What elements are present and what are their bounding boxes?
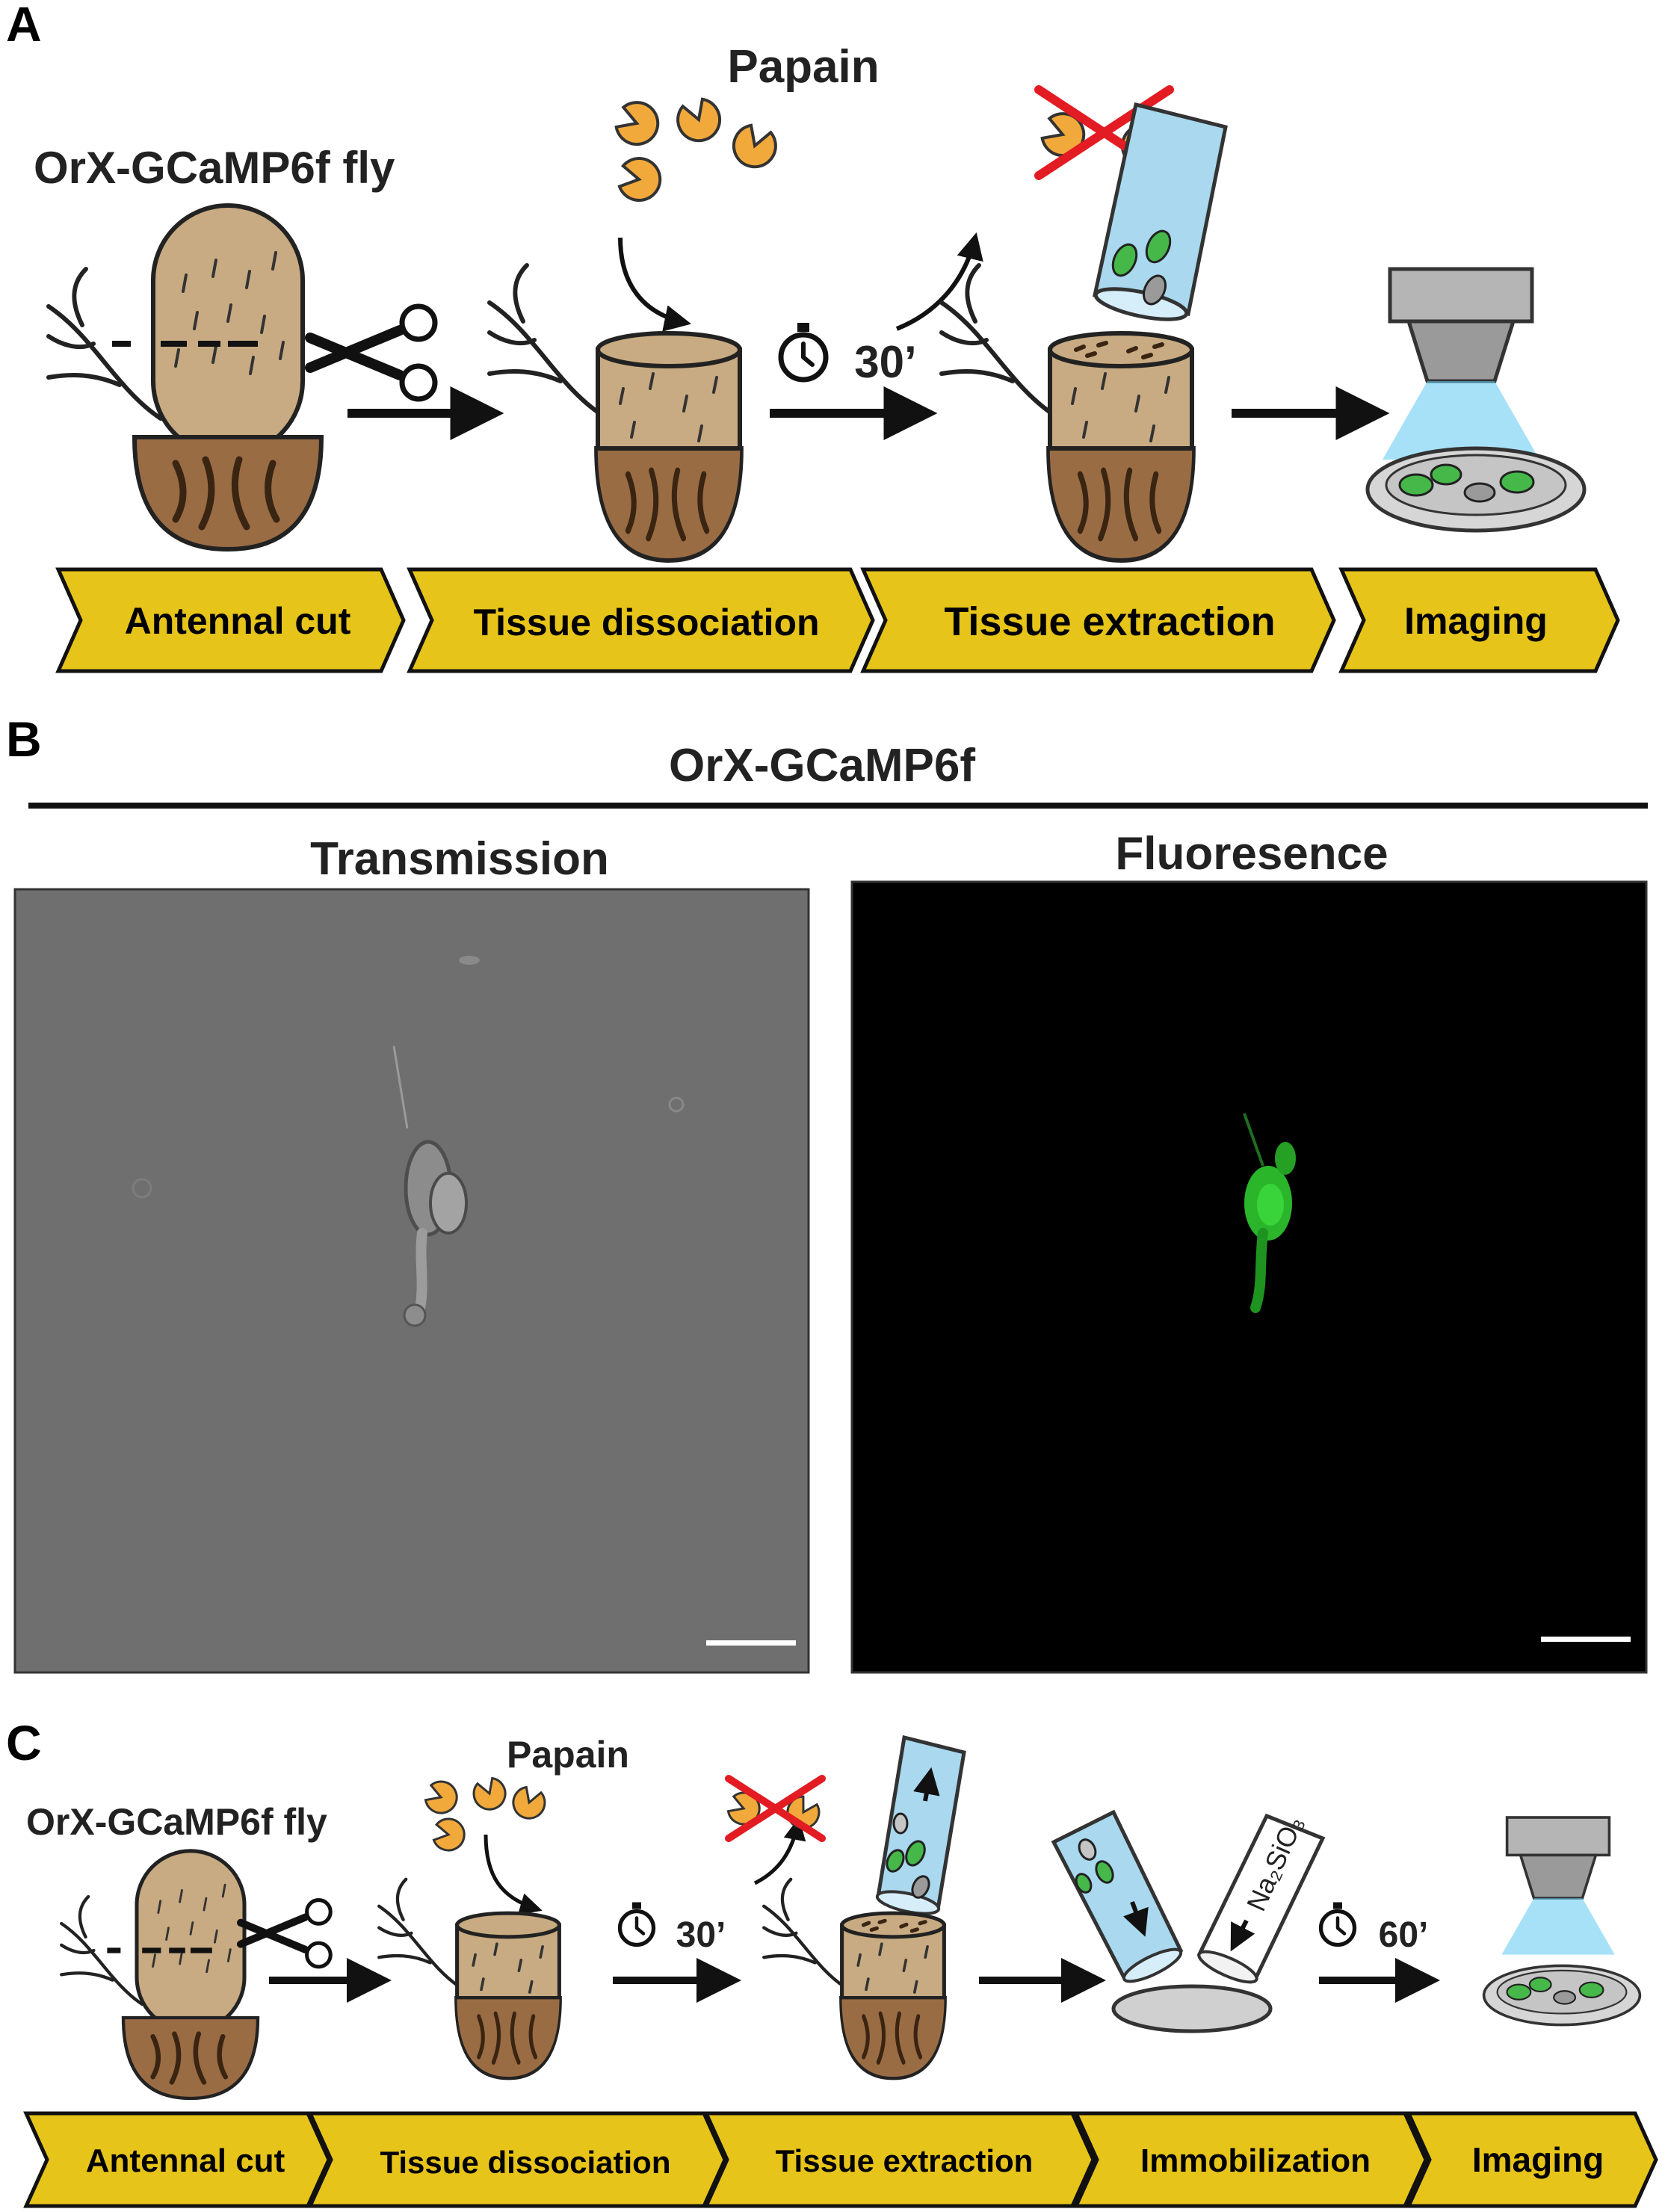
panel-a-papain-label: Papain: [727, 41, 879, 93]
petri-dish-icon: [1368, 448, 1584, 531]
step-tissue-dissociation: Tissue dissociation: [473, 602, 819, 643]
pipette-tube-icon-c: [875, 1734, 966, 1915]
sodium-silicate-tube-icon: Na₂SiO₃: [1196, 1811, 1326, 1984]
panel-b: B OrX-GCaMP6f Transmission Fluoresence: [6, 711, 1648, 1674]
step-c-tissue-extraction: Tissue extraction: [776, 2143, 1034, 2178]
panel-c: C OrX-GCaMP6f fly Papain 30’: [6, 1715, 1658, 2208]
panel-b-letter: B: [6, 711, 42, 767]
scale-bar-right: [1541, 1637, 1631, 1642]
panel-c-papain-label: Papain: [507, 1734, 629, 1776]
arrow-papain-out-c: [753, 1817, 806, 1885]
papain-enzyme-icon: [611, 93, 782, 206]
scissors-icon: [310, 306, 435, 399]
step-antennal-cut: Antennal cut: [125, 600, 351, 642]
coverslip-icon: [1111, 1984, 1273, 2033]
panel-a-fly-label: OrX-GCaMP6f fly: [34, 143, 395, 193]
step-banner-c3: [703, 2111, 1096, 2208]
stopwatch-icon: [781, 323, 826, 380]
arrow-papain-in-c: [484, 1834, 543, 1915]
cell-suspension-tube-icon: [1051, 1809, 1184, 1983]
microscope-objective-icon: [1383, 269, 1539, 460]
step-banner-c1: [23, 2111, 331, 2208]
step-imaging: Imaging: [1404, 600, 1548, 642]
step-banner-2: [407, 567, 875, 673]
step-c-antennal-cut: Antennal cut: [86, 2143, 285, 2179]
red-cross-icon-c: [725, 1775, 826, 1842]
panel-c-fly-label: OrX-GCaMP6f fly: [26, 1801, 327, 1843]
scale-bar-left: [706, 1640, 796, 1646]
arrow-papain-out: [895, 232, 983, 331]
antenna-whole: [49, 203, 321, 549]
antenna-extracted: [942, 265, 1194, 560]
panel-c-letter: C: [6, 1715, 42, 1770]
fluorescence-image: [850, 880, 1648, 1674]
step-banner-c2: [307, 2111, 727, 2208]
stopwatch-icon-c1: [620, 1903, 654, 1945]
antenna-cut-c: [379, 1879, 560, 2078]
panel-a: A OrX-GCaMP6f fly Papain: [6, 0, 1620, 673]
papain-removed-c: [724, 1775, 826, 1842]
panel-a-timer-label: 30’: [854, 337, 916, 387]
panel-a-steps: Antennal cut Tissue dissociation Tissue …: [55, 567, 1620, 673]
transmission-label: Transmission: [310, 833, 609, 885]
panel-a-letter: A: [6, 0, 42, 52]
microscope-objective-icon-c: [1500, 1816, 1616, 1956]
step-banner-1: [55, 567, 406, 673]
step-tissue-extraction: Tissue extraction: [944, 599, 1275, 644]
fluorescence-label: Fluoresence: [1115, 828, 1388, 880]
panel-b-title: OrX-GCaMP6f: [669, 740, 975, 791]
antenna-cut: [489, 265, 742, 560]
step-banner-c5: [1406, 2111, 1658, 2208]
transmission-image: [13, 888, 810, 1674]
step-c-tissue-dissociation: Tissue dissociation: [380, 2145, 670, 2180]
panel-c-steps: Antennal cut Tissue dissociation Tissue …: [23, 2111, 1658, 2208]
panel-c-timer1-label: 30’: [676, 1915, 726, 1955]
step-banner-4: [1338, 567, 1620, 673]
step-banner-3: [860, 567, 1336, 673]
panel-c-timer2-label: 60’: [1379, 1915, 1429, 1955]
arrow-papain-in: [618, 237, 692, 332]
step-c-immobilization: Immobilization: [1140, 2143, 1371, 2179]
step-banner-c4: [1073, 2111, 1428, 2208]
pipette-tube-icon: [1093, 102, 1228, 321]
petri-dish-icon-c: [1482, 1964, 1642, 2027]
stopwatch-icon-c2: [1321, 1903, 1355, 1945]
antenna-extracted-c: [764, 1879, 945, 2078]
antenna-whole-c: [61, 1849, 258, 2098]
step-c-imaging: Imaging: [1472, 2140, 1604, 2179]
scissors-icon-c: [241, 1900, 330, 1967]
